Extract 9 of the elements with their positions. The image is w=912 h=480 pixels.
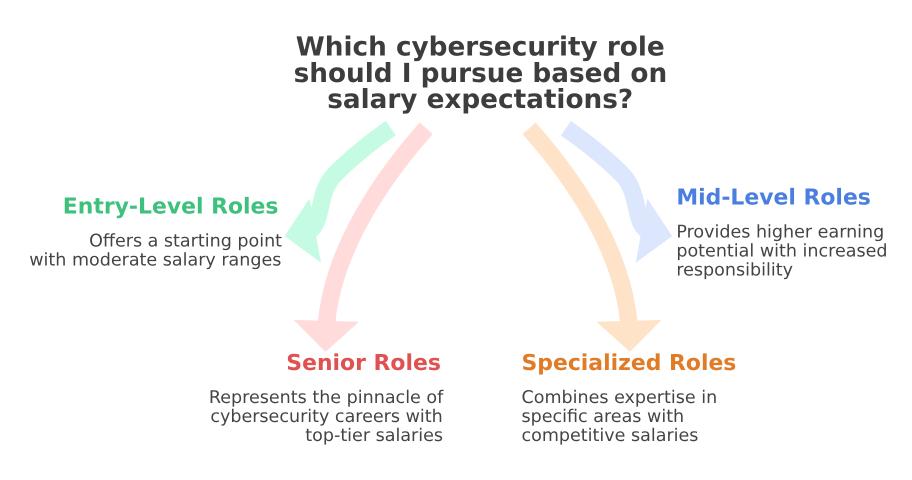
arrow xyxy=(293,122,432,352)
arrow xyxy=(522,122,662,352)
node-text: Entry-Level Roles Offers a starting point with moderate salary ranges xyxy=(28,194,282,270)
arrow xyxy=(560,120,672,262)
node-text: Specialized Roles Combines expertise in specific areas with competitive salaries xyxy=(521,350,736,446)
node-text: Which cybersecurity role should I pursue based on salary expectations? xyxy=(293,32,667,115)
node-text: Mid-Level Roles Provides higher earning potential with increased responsibility xyxy=(676,185,888,280)
arrow xyxy=(284,120,396,262)
node-text: Senior Roles Represents the pinnacle of cybersecurity careers with top-tier salaries xyxy=(208,350,443,446)
